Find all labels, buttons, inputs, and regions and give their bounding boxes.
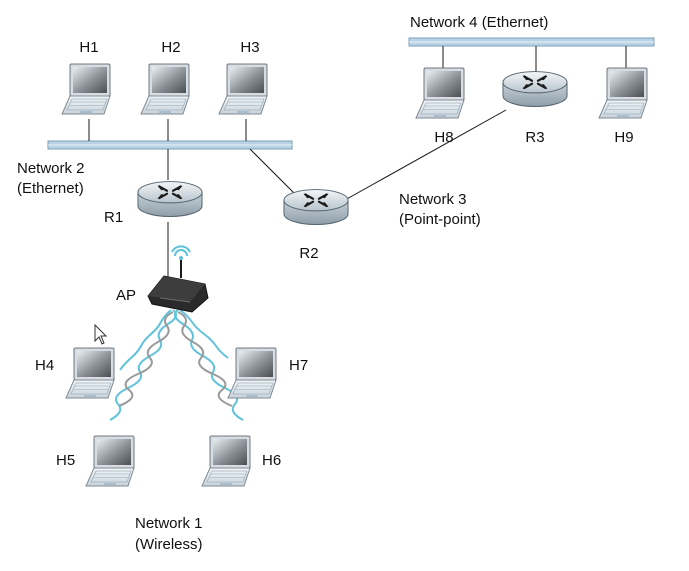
host-h8-laptop-icon <box>415 67 465 119</box>
host-h7-laptop-icon <box>227 347 277 399</box>
network-3-label-line1: Network 3 <box>399 191 467 208</box>
network-1-label-line2: (Wireless) <box>135 536 203 553</box>
router-r1-label: R1 <box>104 209 124 226</box>
host-h2-laptop-icon <box>140 63 190 115</box>
host-h1-laptop-icon <box>61 63 111 115</box>
signal-ap-h5-grey <box>118 311 174 407</box>
host-h9-label: H9 <box>614 129 634 146</box>
router-r3-icon <box>501 70 569 108</box>
host-h2-label: H2 <box>161 39 181 56</box>
network-4-label: Network 4 (Ethernet) <box>410 14 549 31</box>
network-3-label-line2: (Point-point) <box>399 211 481 228</box>
host-h9-laptop-icon <box>598 67 648 119</box>
host-h3-label: H3 <box>240 39 260 56</box>
host-h8-label: H8 <box>434 129 454 146</box>
wireless-access-point-icon <box>147 245 209 313</box>
host-h6-laptop-icon <box>201 435 251 487</box>
host-h7-label: H7 <box>289 357 309 374</box>
router-r1-icon <box>136 180 204 218</box>
host-h4-label: H4 <box>35 357 55 374</box>
network-4-ethernet-bus <box>408 37 655 47</box>
router-r2-icon <box>282 188 350 226</box>
host-h4-laptop-icon <box>65 347 115 399</box>
network-2-label-line2: (Ethernet) <box>17 180 84 197</box>
network-2-ethernet-bus <box>47 140 293 150</box>
host-h5-laptop-icon <box>85 435 135 487</box>
signal-ap-h6 <box>173 309 244 421</box>
signal-ap-h4 <box>119 309 172 371</box>
link-bus-r2 <box>249 148 298 197</box>
host-h5-label: H5 <box>56 452 76 469</box>
router-r3-label: R3 <box>525 129 545 146</box>
host-h6-label: H6 <box>262 452 282 469</box>
host-h1-label: H1 <box>79 39 99 56</box>
router-r2-label: R2 <box>299 245 319 262</box>
network-2-label-line1: Network 2 <box>17 160 85 177</box>
access-point-label: AP <box>116 287 137 304</box>
signal-ap-h6-grey <box>177 311 233 407</box>
link-r2-r3 <box>344 109 507 201</box>
network-1-label-line1: Network 1 <box>135 515 203 532</box>
signal-ap-h7 <box>179 309 229 359</box>
host-h3-laptop-icon <box>218 63 268 115</box>
mouse-cursor-icon <box>94 323 108 345</box>
wireless-signals <box>109 309 244 421</box>
